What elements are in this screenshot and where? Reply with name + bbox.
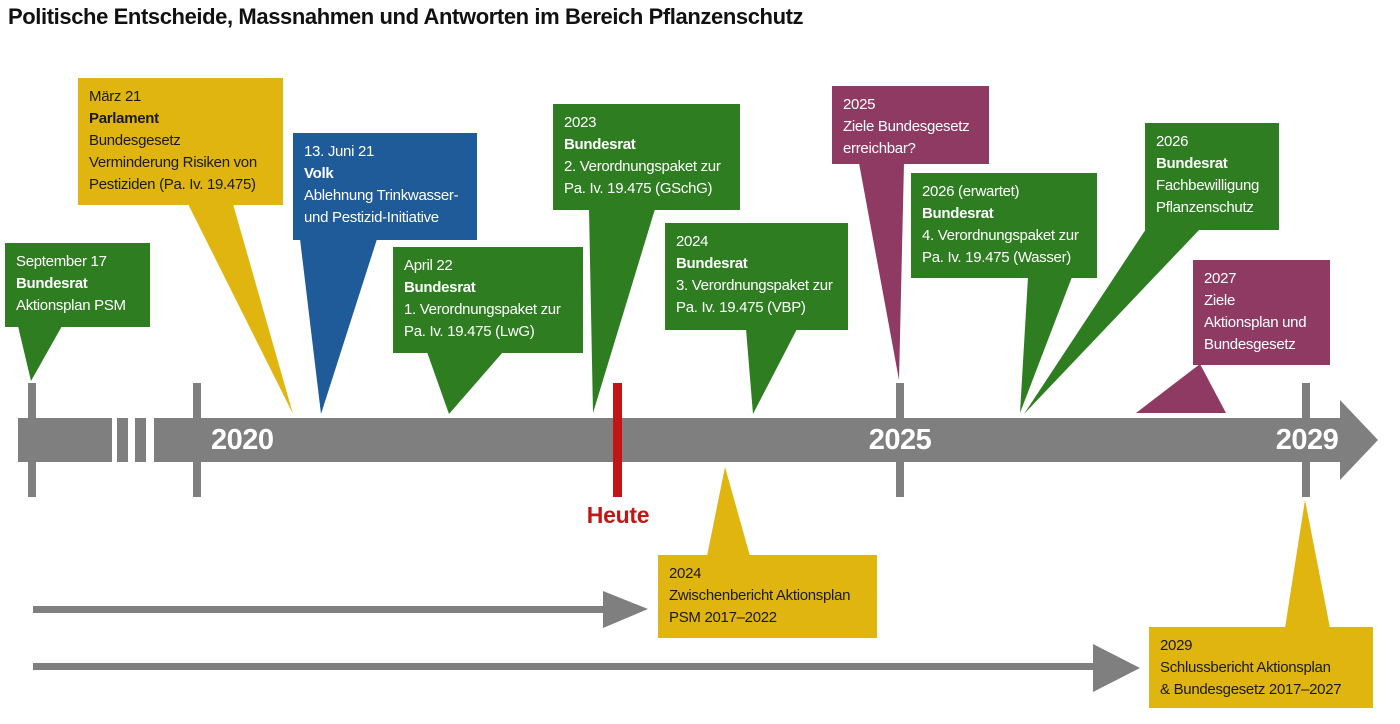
callout-date: 2029 xyxy=(1160,637,1193,654)
callout-text: und Pestizid-Initiative xyxy=(304,209,439,226)
callout-actor: Bundesrat xyxy=(16,275,88,292)
callout-zwischenbericht-2024: 2024 Zwischenbericht Aktionsplan PSM 201… xyxy=(658,555,877,638)
callout-2025-ziele: 2025 Ziele Bundesgesetz erreichbar? xyxy=(832,86,989,164)
callout-april-22: April 22 Bundesrat 1. Verordnungspaket z… xyxy=(393,247,583,353)
timeline-label-2029: 2029 xyxy=(1275,424,1339,456)
callout-actor: Bundesrat xyxy=(676,255,748,272)
callout-text: 3. Verordnungspaket zur xyxy=(676,277,833,294)
callout-text: Pa. Iv. 19.475 (VBP) xyxy=(676,299,806,316)
pointer-2023 xyxy=(589,209,655,413)
callout-actor: Bundesrat xyxy=(1156,155,1228,172)
callout-date: 2026 (erwartet) xyxy=(922,183,1020,200)
callout-text: Ziele xyxy=(1204,292,1236,309)
pointer-2026-erwartet xyxy=(1020,277,1072,413)
callout-2027-ziele: 2027 Ziele Aktionsplan und Bundesgesetz xyxy=(1193,260,1330,365)
callout-juni-21: 13. Juni 21 Volk Ablehnung Trinkwasser- … xyxy=(293,133,477,240)
callout-text: Fachbewilligung xyxy=(1156,177,1260,194)
callout-text: Schlussbericht Aktionsplan xyxy=(1160,659,1331,676)
callout-text: Ablehnung Trinkwasser- xyxy=(304,187,459,204)
callout-text: Pestiziden (Pa. Iv. 19.475) xyxy=(89,176,256,193)
pointer-2027-ziele xyxy=(1136,364,1226,413)
callout-september-17: September 17 Bundesrat Aktionsplan PSM xyxy=(5,243,150,327)
pointer-juni-21 xyxy=(300,239,377,414)
callout-2026-fachbewilligung: 2026 Bundesrat Fachbewilligung Pflanzens… xyxy=(1145,123,1279,230)
heute-label: Heute xyxy=(586,502,650,528)
callout-text: Pa. Iv. 19.475 (LwG) xyxy=(404,323,535,340)
callout-text: erreichbar? xyxy=(843,140,916,157)
callout-2026-erwartet: 2026 (erwartet) Bundesrat 4. Verordnungs… xyxy=(911,173,1097,278)
callout-text: 2. Verordnungspaket zur xyxy=(564,158,721,175)
callout-text: & Bundesgesetz 2017–2027 xyxy=(1160,681,1342,698)
callout-text: 4. Verordnungspaket zur xyxy=(922,227,1079,244)
callout-text: Pa. Iv. 19.475 (GSchG) xyxy=(564,180,713,197)
callout-text: Aktionsplan PSM xyxy=(16,297,126,314)
timeline-bar-main xyxy=(154,418,1340,462)
arrow-zwischenbericht-shaft xyxy=(33,606,605,613)
callout-date: März 21 xyxy=(89,88,142,105)
timeline-break-mark-1 xyxy=(117,418,128,462)
callout-actor: Bundesrat xyxy=(404,279,476,296)
callout-date: September 17 xyxy=(16,253,107,270)
heute-marker xyxy=(613,383,622,497)
callout-actor: Volk xyxy=(304,165,334,182)
callout-text: Verminderung Risiken von xyxy=(89,154,257,171)
callout-2024-bundesrat: 2024 Bundesrat 3. Verordnungspaket zur P… xyxy=(665,223,848,330)
pointer-schlussbericht-2029 xyxy=(1285,500,1330,628)
callout-actor: Parlament xyxy=(89,110,159,127)
callout-2023-bundesrat: 2023 Bundesrat 2. Verordnungspaket zur P… xyxy=(553,104,740,210)
pointer-2024 xyxy=(746,329,797,414)
callout-text: Zwischenbericht Aktionsplan xyxy=(669,587,851,604)
timeline-arrowhead xyxy=(1340,400,1378,480)
timeline-break-mark-2 xyxy=(135,418,146,462)
timeline-bar-left-segment xyxy=(18,418,112,462)
callout-date: 13. Juni 21 xyxy=(304,143,375,160)
pointer-april-22 xyxy=(427,352,503,414)
callout-text: Bundesgesetz xyxy=(1204,336,1296,353)
page-title: Politische Entscheide, Massnahmen und An… xyxy=(8,4,804,29)
callout-text: Pa. Iv. 19.475 (Wasser) xyxy=(922,249,1071,266)
callout-text: PSM 2017–2022 xyxy=(669,609,777,626)
callout-date: 2026 xyxy=(1156,133,1189,150)
callout-maerz-21: März 21 Parlament Bundesgesetz Verminder… xyxy=(78,78,283,205)
timeline-label-2020: 2020 xyxy=(211,424,274,456)
callout-schlussbericht-2029: 2029 Schlussbericht Aktionsplan & Bundes… xyxy=(1149,627,1373,708)
pointer-2025-ziele xyxy=(859,163,904,380)
pointer-september-17 xyxy=(18,326,62,381)
callout-date: 2025 xyxy=(843,96,876,113)
callout-actor: Bundesrat xyxy=(564,136,636,153)
callout-date: 2024 xyxy=(669,565,702,582)
pointer-maerz-21 xyxy=(188,204,293,414)
callout-date: 2023 xyxy=(564,114,597,131)
callout-date: April 22 xyxy=(404,257,453,274)
callout-date: 2027 xyxy=(1204,270,1237,287)
callout-text: Ziele Bundesgesetz xyxy=(843,118,970,135)
callout-text: Aktionsplan und xyxy=(1204,314,1307,331)
callout-actor: Bundesrat xyxy=(922,205,994,222)
callout-text: Bundesgesetz xyxy=(89,132,181,149)
arrow-zwischenbericht-head xyxy=(603,591,648,628)
pointer-zwischenbericht-2024 xyxy=(707,467,750,556)
arrow-schlussbericht-head xyxy=(1093,644,1140,692)
callout-date: 2024 xyxy=(676,233,709,250)
callout-text: Pflanzenschutz xyxy=(1156,199,1254,216)
arrow-schlussbericht-shaft xyxy=(33,663,1095,670)
pointer-2026-fachbewilligung xyxy=(1024,229,1200,414)
timeline-label-2025: 2025 xyxy=(868,424,932,456)
callout-text: 1. Verordnungspaket zur xyxy=(404,301,561,318)
